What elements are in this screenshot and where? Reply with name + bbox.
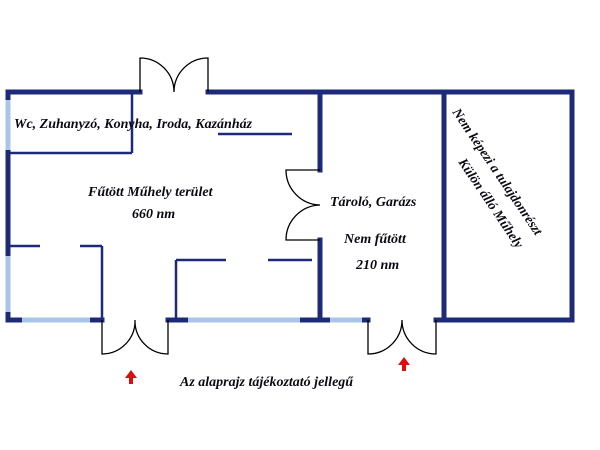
room-area-storage: 210 nm: [355, 258, 399, 273]
interior-walls: [8, 92, 312, 320]
top-double-door: [139, 57, 209, 93]
entrance-arrow-left: [125, 370, 137, 384]
room-label-office-strip: Wc, Zuhanyzó, Konyha, Iroda, Kazánház: [14, 117, 253, 132]
side-double-door: [285, 169, 321, 241]
room-label-workshop: Fűtött Műhely terület: [87, 185, 214, 200]
bottom-right-double-door: [367, 319, 437, 355]
room-label-storage: Tároló, Garázs: [330, 195, 417, 210]
disclaimer-note: Az alaprajz tájékoztató jellegű: [179, 375, 354, 390]
room-heating-storage: Nem fűtött: [343, 232, 407, 247]
entrance-arrow-right: [398, 357, 410, 371]
entrance-arrows: [125, 357, 410, 384]
doors: [101, 57, 437, 355]
bottom-left-double-door: [101, 319, 169, 355]
room-area-workshop: 660 nm: [132, 207, 175, 222]
windows: [5, 100, 362, 323]
